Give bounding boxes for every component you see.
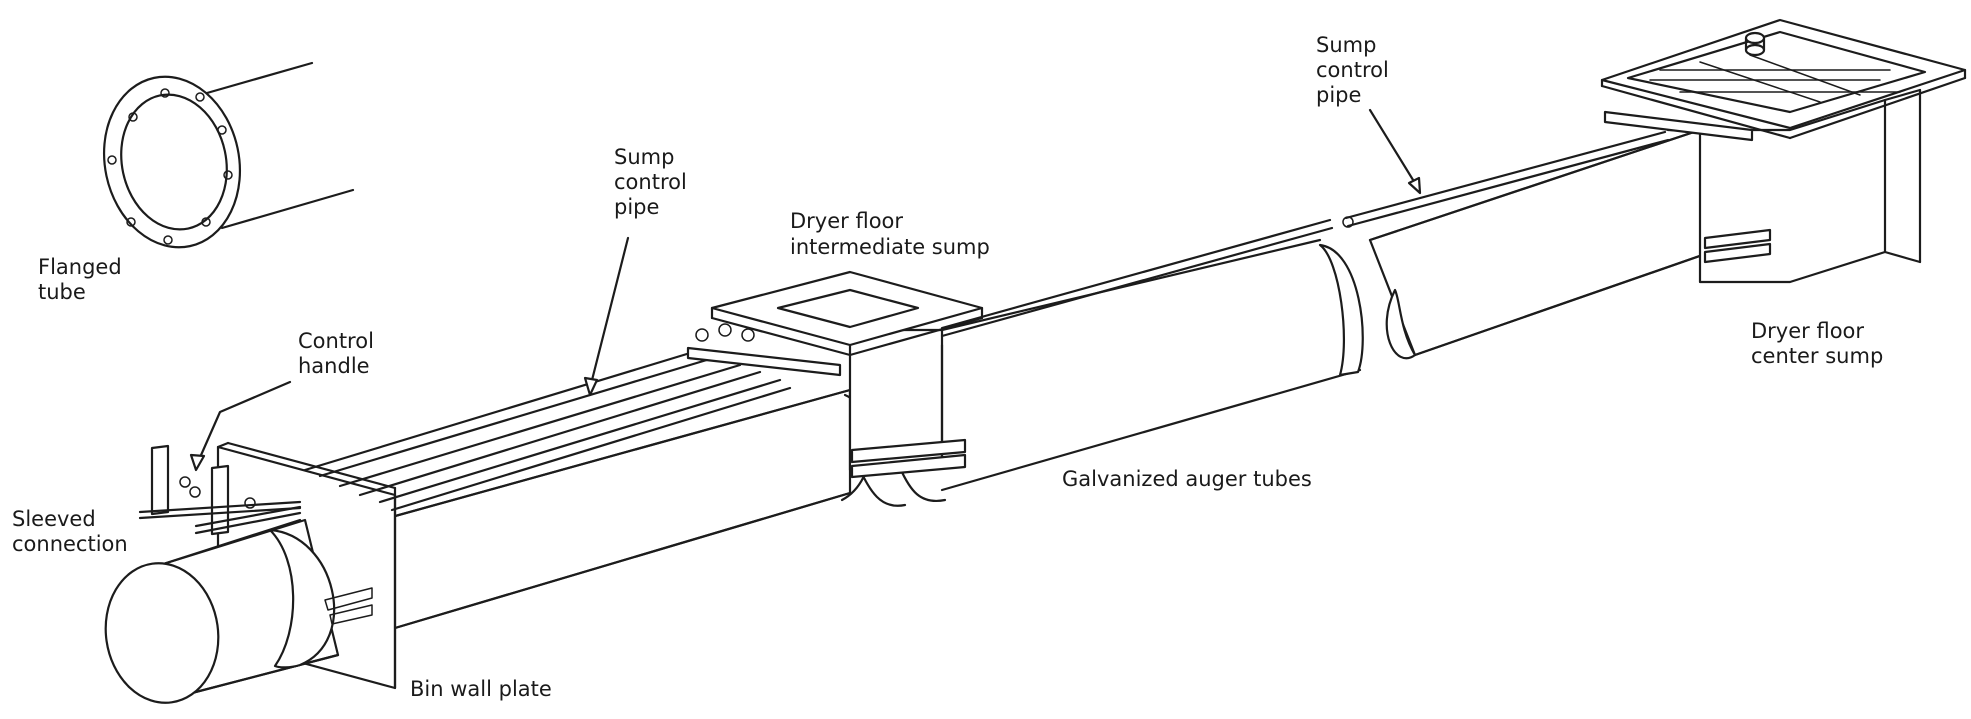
label-sleeved-connection: Sleeved connection xyxy=(12,507,128,556)
label-line: Control xyxy=(298,329,374,353)
label-line: pipe xyxy=(1316,83,1361,107)
labels: Flanged tube Control handle Sleeved conn… xyxy=(12,33,1883,701)
label-sump-control-pipe-right: Sump control pipe xyxy=(1316,33,1395,107)
right-auger-tube xyxy=(1342,128,1762,360)
label-line: control xyxy=(614,170,687,194)
middle-auger-tube xyxy=(940,218,1364,492)
label-center-sump: Dryer floor center sump xyxy=(1751,319,1883,368)
intermediate-sump-illustration xyxy=(686,270,984,479)
label-sump-control-pipe-left: Sump control pipe xyxy=(614,145,693,219)
label-line: connection xyxy=(12,532,128,556)
right-sump-pipe-arrowhead xyxy=(1407,176,1422,195)
left-sump-pipe-arrowhead xyxy=(583,376,599,397)
label-line: Dryer floor xyxy=(790,209,903,233)
label-line: pipe xyxy=(614,195,659,219)
label-line: Galvanized auger tubes xyxy=(1062,467,1312,491)
label-line: Sleeved xyxy=(12,507,96,531)
left-sump-control-rails xyxy=(303,348,792,512)
control-handle-arrowhead xyxy=(189,453,206,472)
label-line: tube xyxy=(38,280,86,304)
label-line: intermediate sump xyxy=(790,235,990,259)
label-line: center sump xyxy=(1751,344,1883,368)
label-line: Flanged xyxy=(38,255,122,279)
flanged-tube-illustration xyxy=(102,61,355,249)
right-sump-pipe-leader xyxy=(1368,108,1420,190)
label-line: handle xyxy=(298,354,370,378)
left-sump-pipe-leader xyxy=(588,236,630,390)
label-intermediate-sump: Dryer floor intermediate sump xyxy=(790,209,990,259)
center-sump-illustration xyxy=(1600,18,1967,284)
sleeved-connection-tube xyxy=(104,518,373,704)
label-flanged-tube: Flanged tube xyxy=(38,255,128,304)
leader-lines xyxy=(189,108,1422,472)
label-line: control xyxy=(1316,58,1389,82)
label-galvanized-auger-tubes: Galvanized auger tubes xyxy=(1062,467,1312,491)
label-line: Bin wall plate xyxy=(410,677,552,701)
label-control-handle: Control handle xyxy=(298,329,381,378)
label-line: Sump xyxy=(614,145,674,169)
control-handles xyxy=(138,444,302,536)
label-line: Sump xyxy=(1316,33,1376,57)
label-line: Dryer floor xyxy=(1751,319,1864,343)
flange-bolt-holes xyxy=(107,88,233,245)
control-handle-leader xyxy=(196,380,292,464)
label-bin-wall-plate: Bin wall plate xyxy=(410,677,552,701)
